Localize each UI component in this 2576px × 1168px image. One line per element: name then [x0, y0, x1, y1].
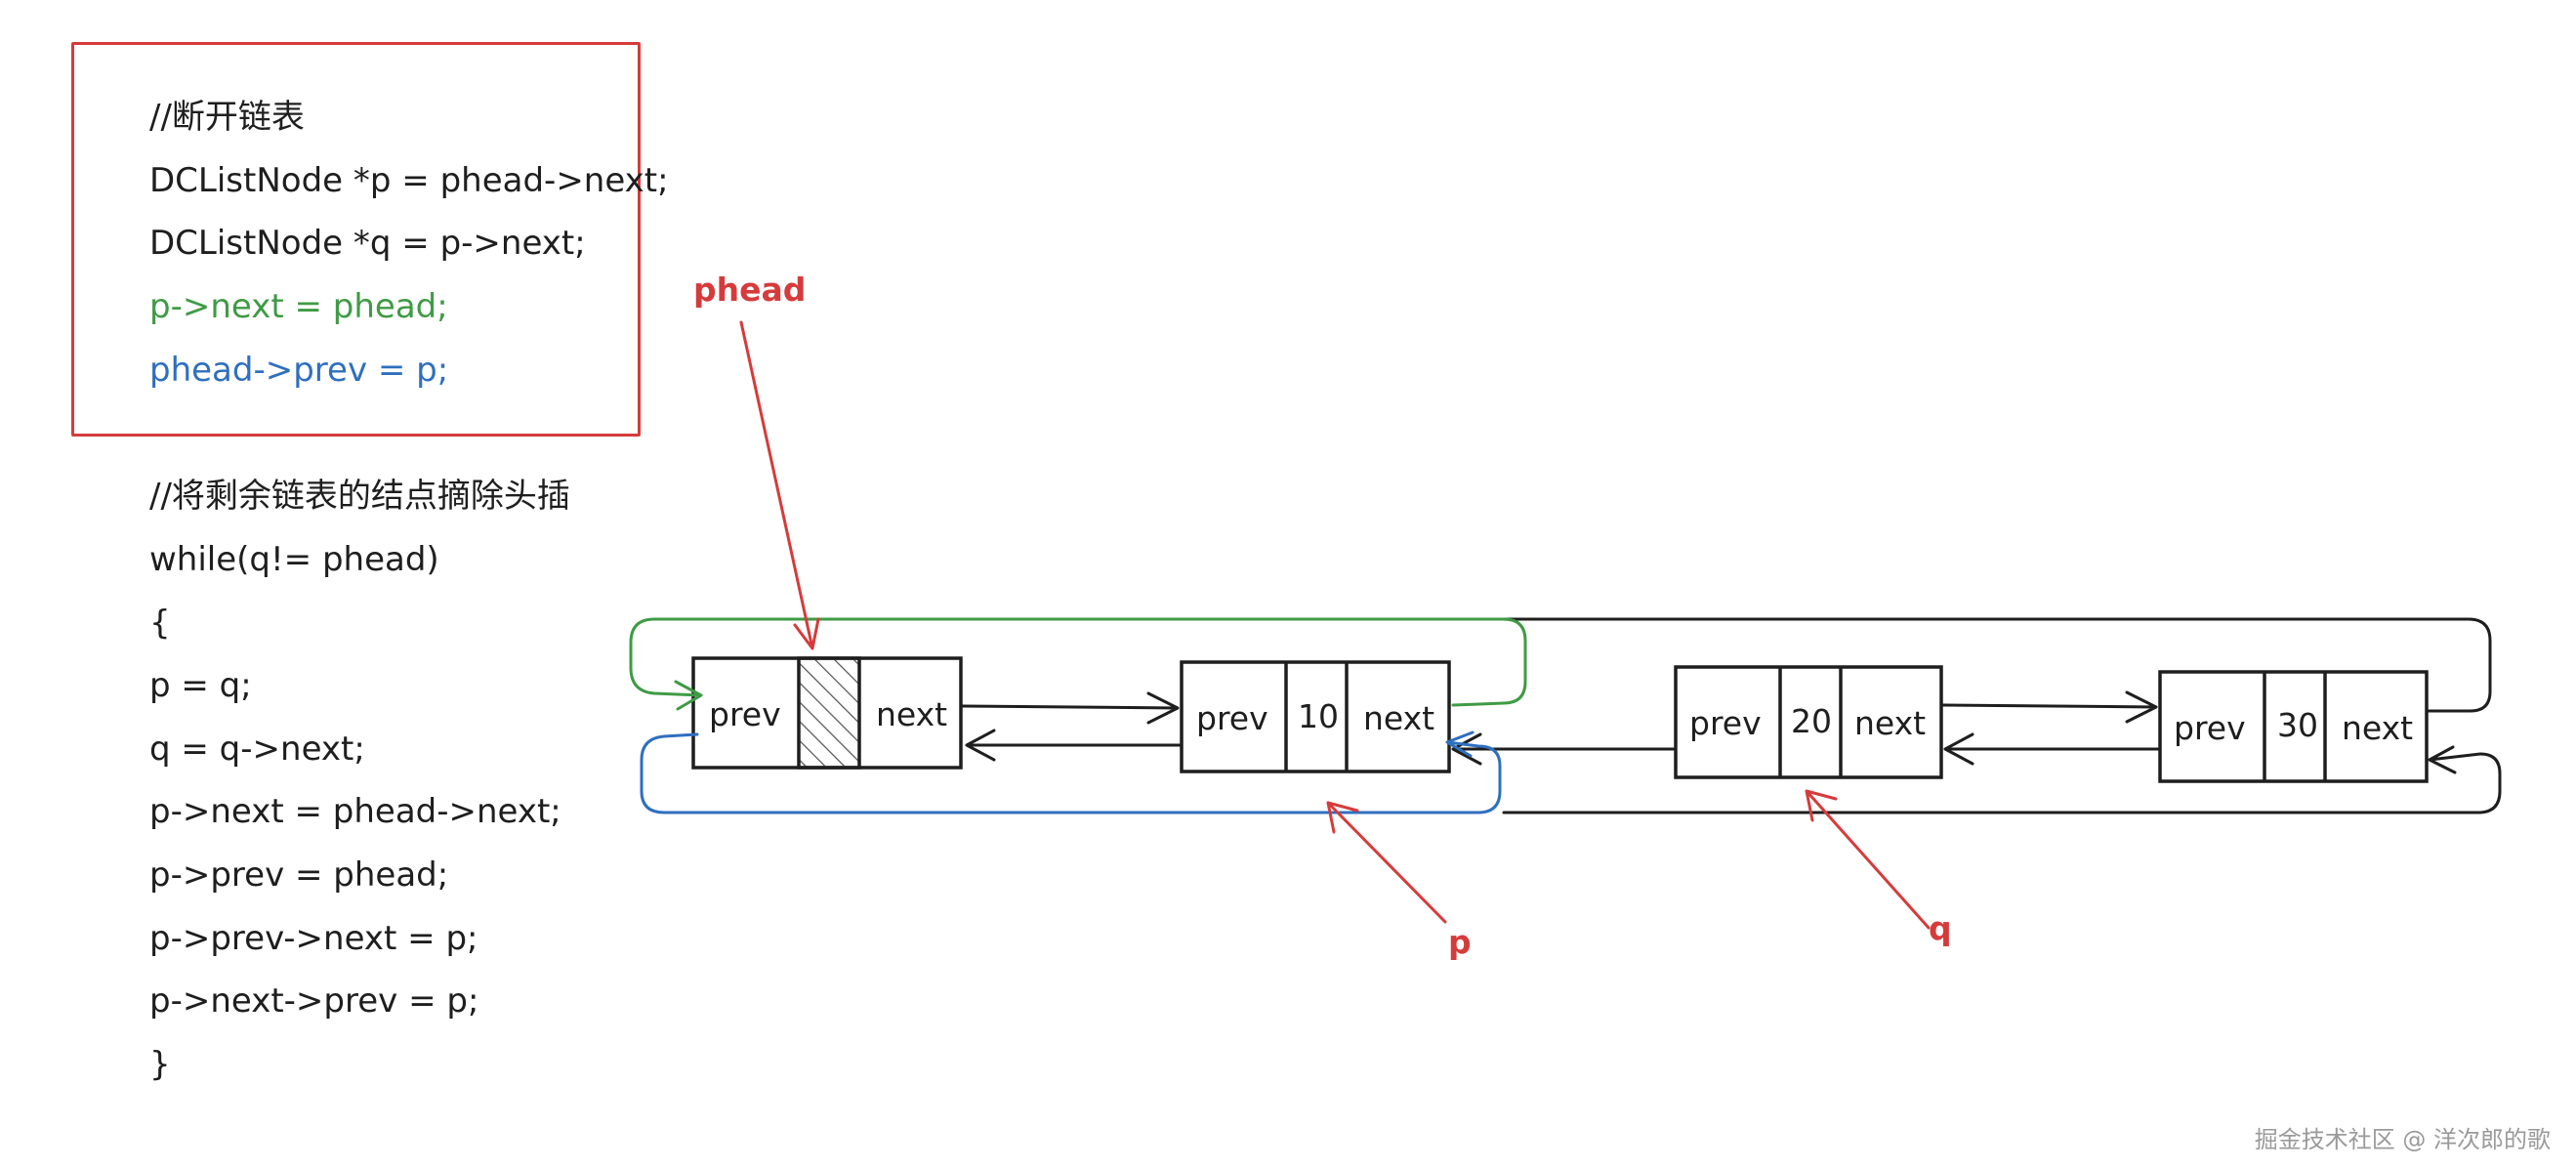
code-line: p = q; — [149, 666, 252, 705]
code-line: q = q->next; — [149, 730, 365, 769]
code-line: p->prev = phead; — [149, 855, 449, 895]
node-next-label: next — [876, 695, 947, 733]
hatched-data-cell — [797, 656, 861, 770]
node-head: prev next — [691, 656, 963, 770]
node-10: prev 10 next — [1180, 660, 1451, 773]
code-line: //断开链表 — [149, 98, 305, 137]
highlighted-code-box — [71, 42, 641, 437]
node-prev-label: prev — [1689, 704, 1762, 742]
arrow-20-prev-to-10 — [1451, 732, 1678, 766]
code-line: { — [149, 604, 171, 643]
node-30: prev 30 next — [2158, 670, 2429, 783]
node-value: 30 — [2277, 706, 2318, 744]
node-20: prev 20 next — [1674, 665, 1943, 779]
code-line: phead->prev = p; — [149, 351, 449, 390]
p-label: p — [1448, 923, 1472, 961]
node-value: 20 — [1791, 702, 1832, 740]
node-prev-label: prev — [1196, 699, 1268, 737]
code-line: while(q!= phead) — [149, 540, 439, 579]
code-line: DCListNode *q = p->next; — [149, 224, 586, 263]
watermark: 掘金技术社区 @ 洋次郎的歌 — [2254, 1126, 2551, 1153]
code-line: p->next = phead->next; — [149, 792, 561, 831]
node-next-label: next — [1363, 699, 1434, 737]
code-line: //将剩余链表的结点摘除头插 — [149, 477, 570, 516]
arrow-20-next-to-30 — [1941, 690, 2158, 724]
node-next-label: next — [1854, 704, 1926, 742]
phead-label: phead — [693, 271, 806, 309]
node-prev-label: prev — [709, 695, 781, 733]
node-prev-label: prev — [2174, 709, 2246, 747]
green-arrow-p-next-to-phead — [629, 617, 1527, 711]
code-line: DCListNode *p = phead->next; — [149, 161, 669, 200]
node-value: 10 — [1298, 697, 1339, 735]
q-label: q — [1929, 909, 1952, 947]
code-line: p->next->prev = p; — [149, 981, 479, 1021]
q-pointer-arrow — [1805, 789, 1931, 930]
code-line: } — [149, 1045, 171, 1084]
code-line: p->prev->next = p; — [149, 919, 478, 958]
arrow-10-prev-to-head — [965, 729, 1184, 762]
code-line: p->next = phead; — [149, 287, 448, 326]
p-pointer-arrow — [1326, 801, 1447, 924]
blue-arrow-phead-prev-to-p — [640, 730, 1502, 814]
node-next-label: next — [2342, 709, 2413, 747]
arrow-30-next-wrap-top — [672, 617, 2492, 713]
arrow-head-prev-wrap-bottom — [1502, 745, 2502, 814]
arrow-head-next-to-10 — [961, 691, 1180, 725]
phead-pointer-arrow — [739, 320, 820, 650]
arrow-30-prev-to-20 — [1943, 732, 2162, 766]
